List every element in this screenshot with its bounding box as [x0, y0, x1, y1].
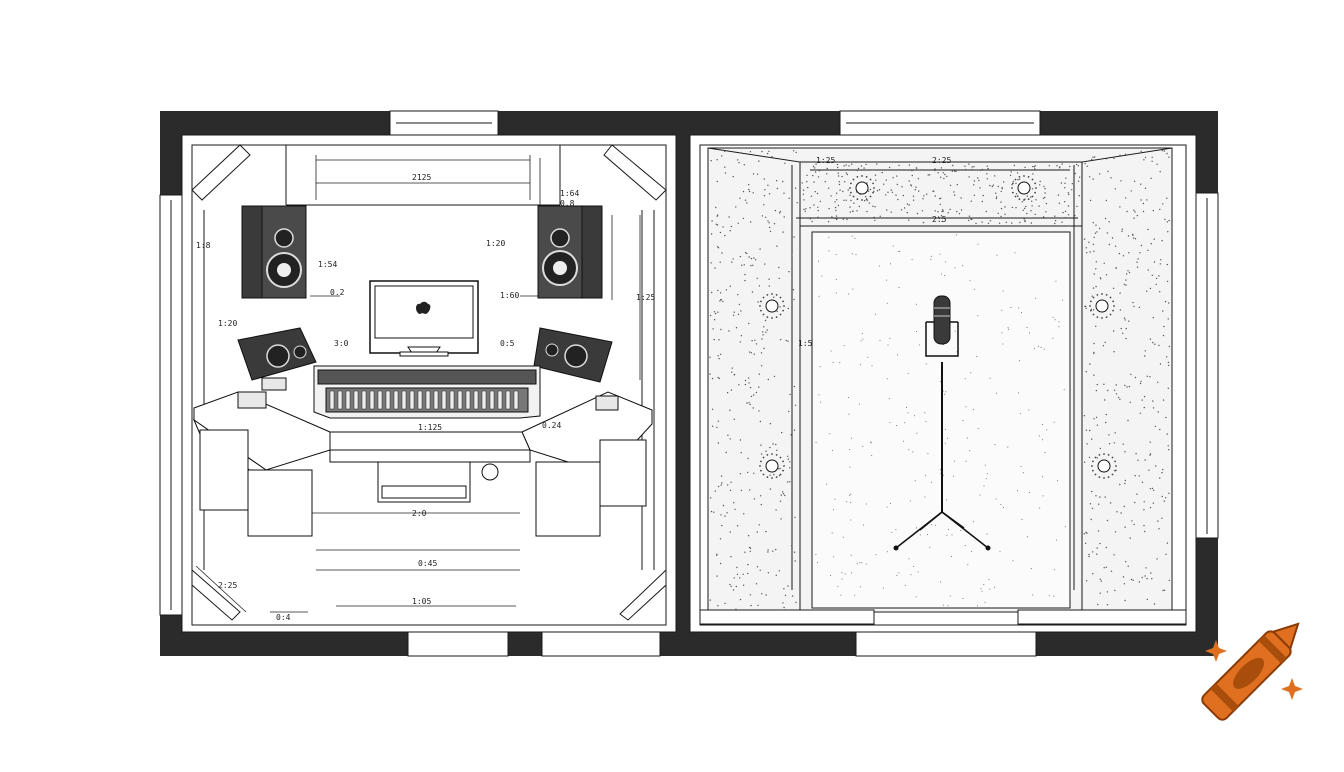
control-room	[181, 134, 677, 633]
dim-monitor-right: 0:5	[500, 339, 515, 348]
dim-booth-inner-top: 2:5	[932, 215, 947, 224]
dim-desk-right: 0.24	[542, 421, 561, 430]
console-faders	[329, 390, 519, 410]
dim-right-wall: 1:25	[636, 293, 655, 302]
right-main-speaker	[537, 205, 603, 299]
control-room-dimension-lines	[195, 155, 641, 613]
dim-monitor-left: 3:0	[334, 339, 349, 348]
dim-upper-right-a: 1:64	[560, 189, 579, 198]
acoustic-foam-texture	[709, 149, 1171, 610]
dim-desk-bottom: 2:0	[412, 509, 427, 518]
dim-booth-left-side: 1:5	[798, 339, 813, 348]
dim-corner-bl: 2:25	[218, 581, 237, 590]
apple-icon	[416, 301, 431, 314]
monitor	[369, 280, 479, 357]
sparkle-icon	[1205, 640, 1303, 700]
dim-left-speaker-b: 0.2	[330, 288, 345, 297]
dim-upper-right-b: 0.8	[560, 199, 575, 208]
dim-right-monitor-label: 1:60	[500, 291, 519, 300]
right-nearfield-speaker	[533, 327, 613, 383]
dimension-labels: 2125 1:64 0.8 1:54 0.2 1:20 1:60 3:0 0:5…	[196, 156, 951, 622]
dim-top-width: 2125	[412, 173, 431, 182]
outer-walls	[160, 111, 1218, 656]
left-nearfield-speaker	[237, 327, 317, 381]
dim-floor-left: 0:4	[276, 613, 291, 622]
dim-console: 1:125	[418, 423, 442, 432]
left-main-speaker	[241, 205, 307, 299]
microphone-stand	[893, 295, 991, 551]
dim-floor-mid: 0:45	[418, 559, 437, 568]
dim-side-left: 1:20	[218, 319, 237, 328]
dim-floor-bottom: 1:05	[412, 597, 431, 606]
dim-left-speaker-a: 1:54	[318, 260, 337, 269]
dim-left-wall: 1:8	[196, 241, 211, 250]
crayon-icon	[1201, 622, 1300, 721]
dim-booth-top-right: 2:25	[932, 156, 951, 165]
mixing-console-desk	[192, 377, 653, 537]
dim-right-speaker: 1:20	[486, 239, 505, 248]
dim-booth-top-left: 1:25	[816, 156, 835, 165]
booth-lights	[759, 175, 1117, 479]
